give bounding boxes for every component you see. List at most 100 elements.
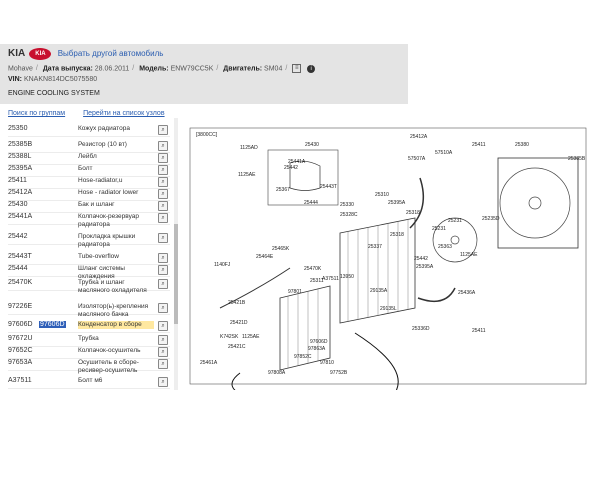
part-callout-label[interactable]: 57507A	[408, 156, 426, 162]
magnifier-icon[interactable]: ⌕	[158, 253, 168, 263]
part-callout-label[interactable]: 25330	[340, 202, 354, 208]
magnifier-icon[interactable]: ⌕	[158, 233, 168, 243]
magnifier-icon[interactable]: ⌕	[158, 347, 168, 357]
part-callout-label[interactable]: 29135L	[380, 306, 397, 312]
part-callout-label[interactable]: 25412A	[410, 134, 428, 140]
part-callout-label[interactable]: 25436A	[458, 290, 476, 296]
part-callout-label[interactable]: 25421D	[230, 320, 248, 326]
part-callout-label[interactable]: 25442	[414, 256, 428, 262]
part-callout-label[interactable]: 25310	[375, 192, 389, 198]
part-callout-label[interactable]: 97606D	[310, 339, 328, 345]
part-callout-label[interactable]: 25336D	[412, 326, 430, 332]
part-callout-label[interactable]: 25318	[406, 210, 420, 216]
part-callout-label[interactable]: 97852C	[294, 354, 312, 360]
part-code[interactable]: 97653A	[8, 359, 33, 366]
part-code-link[interactable]: 97606D	[39, 321, 66, 328]
magnifier-icon[interactable]: ⌕	[158, 201, 168, 211]
magnifier-icon[interactable]: ⌕	[158, 321, 168, 331]
cooling-system-diagram[interactable]: [3800CC]	[180, 118, 598, 390]
magnifier-icon[interactable]: ⌕	[158, 279, 168, 289]
part-callout-label[interactable]: 97801	[288, 289, 302, 295]
magnifier-icon[interactable]: ⌕	[158, 141, 168, 151]
part-callout-label[interactable]: 97752B	[330, 370, 348, 376]
part-code[interactable]: 97672U	[8, 335, 33, 342]
part-code[interactable]: 25412A	[8, 189, 33, 196]
part-callout-label[interactable]: A37511	[322, 276, 339, 282]
part-callout-label[interactable]: 1140FJ	[214, 262, 231, 268]
part-callout-label[interactable]: 29135A	[370, 288, 388, 294]
list-icon[interactable]: ≡	[292, 64, 302, 73]
part-code[interactable]: 25470K	[8, 279, 33, 286]
part-callout-label[interactable]: 97808A	[268, 370, 286, 376]
magnifier-icon[interactable]: ⌕	[158, 177, 168, 187]
part-code[interactable]: A37511	[8, 377, 32, 384]
magnifier-icon[interactable]: ⌕	[158, 303, 168, 313]
part-callout-label[interactable]: 25380	[515, 142, 529, 148]
part-callout-label[interactable]: 25430	[305, 142, 319, 148]
part-code[interactable]: 25443T	[8, 253, 32, 260]
part-callout-label[interactable]: 25465K	[272, 246, 290, 252]
part-callout-label[interactable]: 13950	[340, 274, 354, 280]
part-callout-label[interactable]: 57510A	[435, 150, 453, 156]
part-callout-label[interactable]: 1125AE	[238, 172, 256, 178]
part-callout-label[interactable]: 1125AE	[242, 334, 260, 340]
part-code[interactable]: 25411	[8, 177, 27, 184]
part-callout-label[interactable]: 97863A	[308, 346, 326, 352]
change-car-link[interactable]: Выбрать другой автомобиль	[57, 49, 164, 59]
magnifier-icon[interactable]: ⌕	[158, 125, 168, 135]
part-callout-label[interactable]: 25395A	[416, 264, 434, 270]
part-callout-label[interactable]: 25395A	[388, 200, 406, 206]
part-code[interactable]: 25350	[8, 125, 28, 132]
part-callout-label[interactable]: K742SK	[220, 334, 239, 340]
part-callout-label[interactable]: 25385B	[568, 156, 586, 162]
part-code[interactable]: 25442	[8, 233, 28, 240]
part-callout-label[interactable]: 25411	[472, 142, 486, 148]
part-callout-label[interactable]: 25461A	[200, 360, 218, 366]
part-callout-label[interactable]: 97810	[320, 360, 334, 366]
part-callout-label[interactable]: 25231	[432, 226, 446, 232]
scrollbar-thumb[interactable]	[174, 224, 178, 324]
part-callout-label[interactable]: 25441A	[288, 159, 306, 165]
part-callout-label[interactable]: 25367	[276, 187, 290, 193]
go-to-list-link[interactable]: Перейти на список узлов	[83, 110, 165, 117]
part-callout-label[interactable]: 25442	[284, 165, 298, 171]
search-groups-link[interactable]: Поиск по группам	[8, 110, 66, 117]
part-code[interactable]: 25395A	[8, 165, 33, 172]
part-code[interactable]: 97606D	[8, 321, 33, 328]
part-callout-label[interactable]: 25235D	[482, 216, 500, 222]
part-callout-label[interactable]: 1125AE	[460, 252, 478, 258]
part-callout-label[interactable]: 25444	[304, 200, 318, 206]
magnifier-icon[interactable]: ⌕	[158, 335, 168, 345]
part-callout-label[interactable]: 25411	[472, 328, 486, 334]
part-callout-label[interactable]: 25421B	[228, 300, 246, 306]
info-icon[interactable]: i	[307, 64, 316, 73]
part-code[interactable]: 25441A	[8, 213, 33, 220]
magnifier-icon[interactable]: ⌕	[158, 213, 168, 223]
part-code[interactable]: 97652C	[8, 347, 33, 354]
part-callout-label[interactable]: 25337	[368, 244, 382, 250]
part-code[interactable]: 97226E	[8, 303, 33, 310]
part-code[interactable]: 25430	[8, 201, 28, 208]
magnifier-icon[interactable]: ⌕	[158, 359, 168, 369]
part-callout-label[interactable]: 25470K	[304, 266, 322, 272]
magnifier-icon[interactable]: ⌕	[158, 377, 168, 387]
part-callout-label[interactable]: 25443T	[320, 184, 337, 190]
magnifier-icon[interactable]: ⌕	[158, 189, 168, 199]
